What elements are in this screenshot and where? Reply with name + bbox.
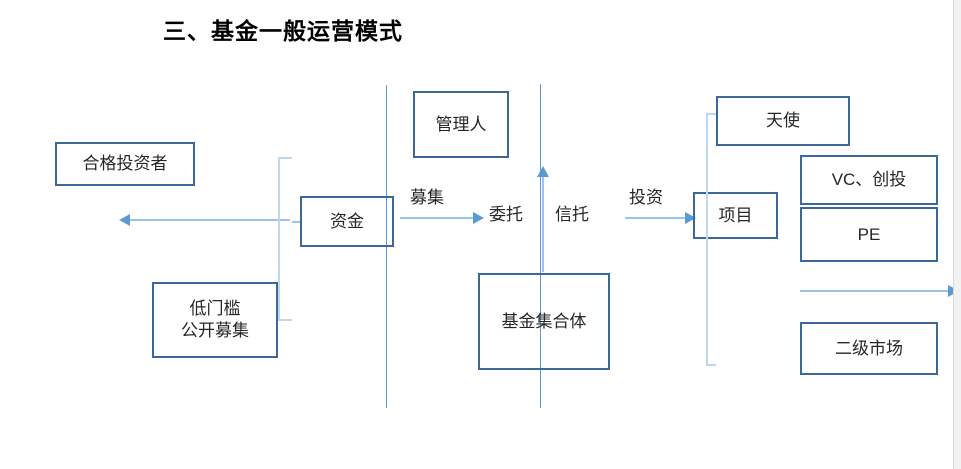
bracket-left-nub: [292, 221, 302, 223]
box-manager[interactable]: 管理人: [413, 91, 509, 158]
box-fund-pool[interactable]: 基金集合体: [478, 273, 610, 370]
arrow-raise-shaft: [400, 217, 473, 219]
box-qualified-investor[interactable]: 合格投资者: [55, 142, 195, 186]
box-project[interactable]: 项目: [693, 192, 778, 239]
scrollbar-track[interactable]: [953, 0, 961, 469]
box-vc[interactable]: VC、创投: [800, 155, 938, 205]
box-angel[interactable]: 天使: [716, 96, 850, 146]
arrow-trust-shaft: [542, 177, 544, 272]
arrow-raise-head-icon: [473, 212, 484, 224]
page-title: 三、基金一般运营模式: [163, 19, 403, 44]
label-entrust: 委托: [489, 205, 523, 224]
bracket-left-group: [278, 157, 292, 321]
arrow-invest-head-icon: [685, 212, 696, 224]
bracket-right-group: [706, 113, 716, 366]
box-pe[interactable]: PE: [800, 207, 938, 262]
arrow-exit-shaft: [800, 290, 948, 292]
label-raise: 募集: [410, 188, 444, 207]
box-capital[interactable]: 资金: [300, 196, 394, 247]
arrow-return-head-icon: [119, 214, 130, 226]
box-secondary-market[interactable]: 二级市场: [800, 322, 938, 375]
box-low-threshold-public-offering[interactable]: 低门槛 公开募集: [152, 282, 278, 358]
label-trust: 信托: [555, 205, 589, 224]
arrow-return-shaft: [130, 219, 290, 221]
label-invest: 投资: [629, 188, 663, 207]
arrow-trust-head-icon: [537, 166, 549, 177]
divider-line-right: [540, 84, 541, 408]
arrow-invest-shaft: [625, 217, 685, 219]
